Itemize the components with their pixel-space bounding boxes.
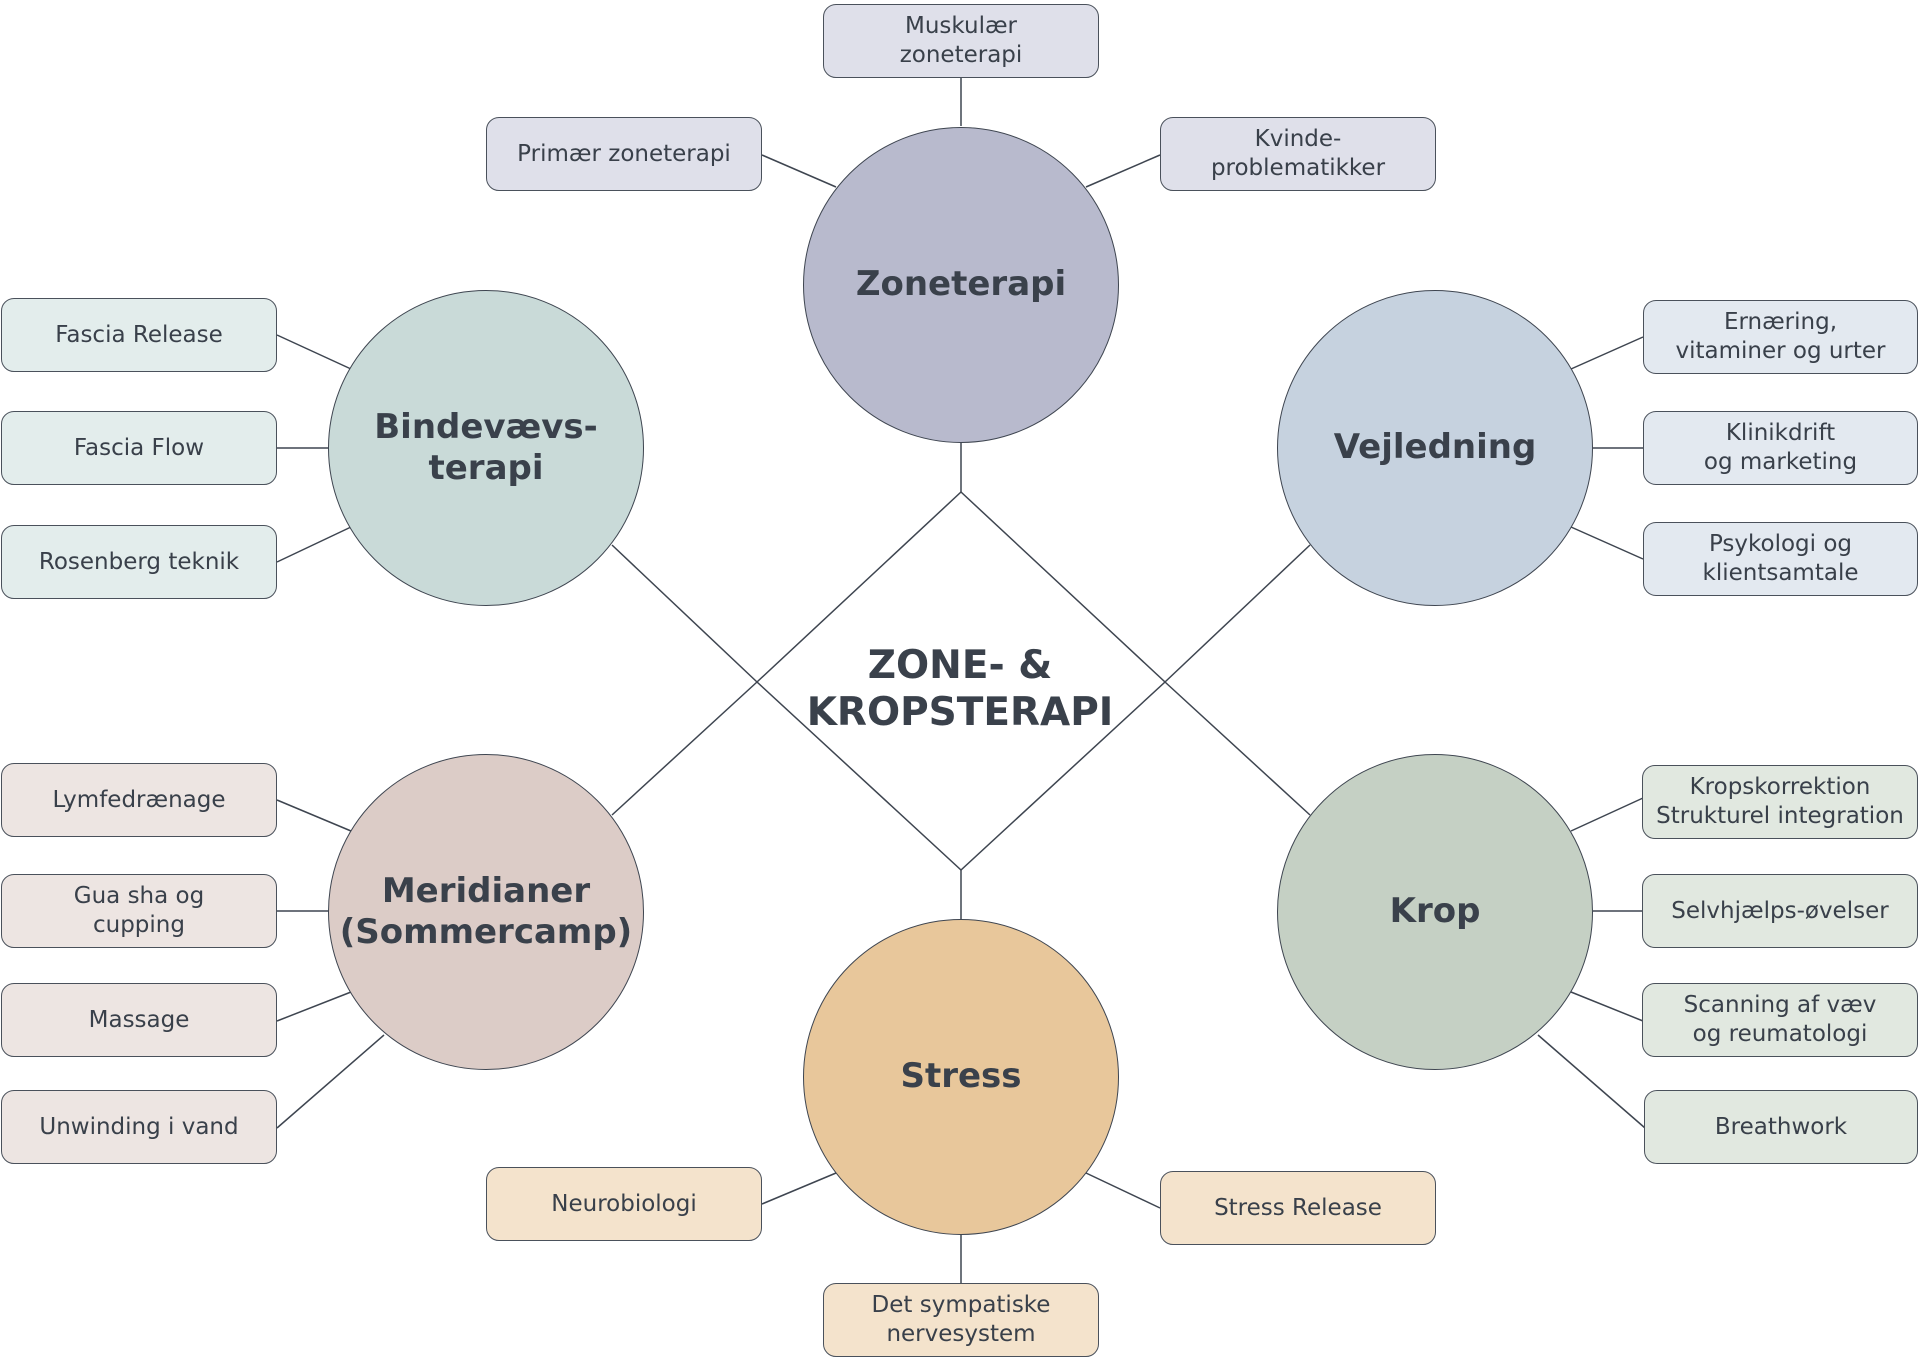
hub-krop: Krop [1277,754,1593,1070]
leaf-rosenberg-teknik: Rosenberg teknik [1,525,277,599]
center-title: ZONE- & KROPSTERAPI [806,643,1114,735]
leaf-sympatiske-nervesystem: Det sympatiske nervesystem [823,1283,1099,1357]
leaf-breathwork: Breathwork [1644,1090,1918,1164]
leaf-muskulaer-zoneterapi: Muskulær zoneterapi [823,4,1099,78]
hub-stress: Stress [803,919,1119,1235]
hub-vejledning: Vejledning [1277,290,1593,606]
leaf-ernaering: Ernæring, vitaminer og urter [1643,300,1918,374]
leaf-fascia-release: Fascia Release [1,298,277,372]
leaf-stress-release: Stress Release [1160,1171,1436,1245]
leaf-gua-sha: Gua sha og cupping [1,874,277,948]
leaf-neurobiologi: Neurobiologi [486,1167,762,1241]
leaf-scanning: Scanning af væv og reumatologi [1642,983,1918,1057]
leaf-fascia-flow: Fascia Flow [1,411,277,485]
leaf-primaer-zoneterapi: Primær zoneterapi [486,117,762,191]
leaf-lymfedraenage: Lymfedrænage [1,763,277,837]
leaf-selvhjaelps: Selvhjælps-øvelser [1642,874,1918,948]
leaf-massage: Massage [1,983,277,1057]
leaf-kvindeproblematikker: Kvinde- problematikker [1160,117,1436,191]
hub-meridianer: Meridianer (Sommercamp) [328,754,644,1070]
leaf-psykologi: Psykologi og klientsamtale [1643,522,1918,596]
leaf-klinikdrift: Klinikdrift og marketing [1643,411,1918,485]
spoke-krop [1164,681,1311,816]
leaf-kropskorrektion: Kropskorrektion Strukturel integration [1642,765,1918,839]
spoke-meridianer [611,681,758,816]
spoke-vejledning [1164,544,1311,683]
spoke-bindevaev [611,544,758,683]
hub-zoneterapi: Zoneterapi [803,127,1119,443]
leaf-unwinding: Unwinding i vand [1,1090,277,1164]
hub-bindevaevsterapi: Bindevævs- terapi [328,290,644,606]
